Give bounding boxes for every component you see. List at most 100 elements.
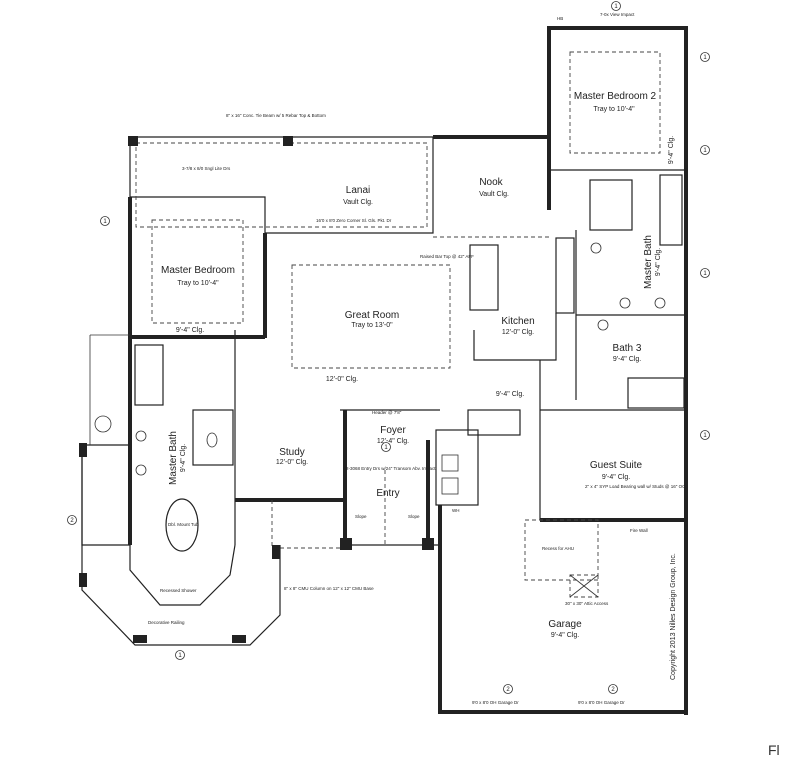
ahu-recess [524,519,599,581]
master-bath-label: Master Bath [168,431,179,485]
great-room-tray-label: Tray to 13'-0" [351,322,393,329]
octagon-porch-wall [81,445,281,646]
bath-3-ceiling: 9'-4" Clg. [613,356,641,363]
callout-number: 2 [506,687,510,693]
sink-icon [654,297,666,309]
guest-suite-label: Guest Suite [590,460,643,471]
callout-number: 1 [703,271,707,277]
beam-note: 8" x 16" Conc. Tie Beam w/ 5 Rebar Top &… [226,113,326,118]
callout-number: 1 [703,433,707,439]
sink-icon [135,430,147,442]
master-bedroom-tray [151,219,244,324]
north-east-wall [433,26,688,715]
lanai-ceiling: Vault Clg. [343,199,373,206]
hose-bib-note: HB [557,16,563,21]
door-note: 3-7/8 x 8/0 Sngl Lite Drs [182,166,231,171]
ahu-note: Recess for AHU [542,546,574,551]
master-bedroom-2-tray-label: Tray to 10'-4" [593,106,635,113]
nook-label: Nook [479,177,503,188]
master-bedroom-label: Master Bedroom [161,265,235,276]
bathtub [165,498,199,552]
room-labels: Lanai Vault Clg. Nook Vault Clg. Master … [161,91,675,639]
attic-access [569,574,599,598]
callout-number: 1 [703,148,707,154]
toilet-icon [590,242,602,254]
garage-label: Garage [548,619,582,630]
tub-note: Dbl. Mount Tub [168,522,199,527]
washer-icon [441,454,459,472]
master-bedroom-2-ceiling: 9'-4" Clg. [668,136,675,164]
callout-number: 1 [384,445,388,451]
toilet-icon [206,432,218,448]
railing-note: Decorative Railing [148,620,185,625]
annotations: 8" x 16" Conc. Tie Beam w/ 5 Rebar Top &… [148,12,780,758]
study-label: Study [279,447,305,458]
guest-suite-ceiling: 9'-4" Clg. [602,474,630,481]
header-note: Header @ 7'8" [372,410,402,415]
foyer-ceiling: 12'-4" Clg. [377,438,409,445]
bath3-closet [627,377,685,409]
garage-wall [438,505,686,714]
slope-note: Slope [355,514,367,519]
callouts: 1 1 1 1 1 1 1 1 2 2 2 [67,1,710,694]
callout-number: 1 [103,219,107,225]
raised-bar-note: Raised Bar Top @ 42" AFF [420,254,474,259]
kitchen-label: Kitchen [501,316,534,327]
laundry-closet [467,409,521,436]
callout-number: 2 [70,518,74,524]
master-closet [134,344,164,406]
callout-number: 2 [611,687,615,693]
water-closet [192,409,234,466]
water-heater-label: WH [452,508,460,513]
column-note: 8" x 8" CMU Column on 12" x 12" CMU Base [284,586,374,591]
great-room-tray [291,264,451,369]
callout-number: 1 [614,4,618,10]
master-bath-ceiling: 9'-4" Clg. [180,444,187,472]
garage-door-note: 9'0 x 8'0 OH Garage Dr [578,700,625,705]
study-porch-edge [271,500,345,549]
nook-ceiling: Vault Clg. [479,191,509,198]
master-bedroom-2-label: Master Bedroom 2 [574,91,657,102]
callout-number: 1 [703,55,707,61]
kitchen-counter [555,237,575,314]
bearing-wall-note: 2" x 4" SYP Load Bearing wall w/ Studs @… [585,484,686,489]
copyright-text: Copyright 2013 Nilles Design Group, Inc. [670,553,677,680]
lanai-slab-edge [135,142,428,228]
slope-note: Slope [408,514,420,519]
ac-unit-icon [94,415,112,433]
bath-3-label: Bath 3 [613,343,642,354]
mb2-closet [589,179,633,231]
shower-note: Recessed Shower [160,588,197,593]
master-bedroom-tray-label: Tray to 10'-4" [177,280,219,287]
study-ceiling: 12'-0" Clg. [276,459,308,466]
kitchen-island [469,244,499,311]
lanai-door-note: 16'0 x 8'0 Zero Corner Sl. Gls. Pkt. Dr [316,218,392,223]
kitchen-pantry-wall [473,313,557,361]
kitchen-ceiling: 12'-0" Clg. [502,329,534,336]
foyer-label: Foyer [380,425,406,436]
attic-access-note: 30" x 30" Attic Access [565,601,609,606]
master-bedroom-2-tray [569,51,661,154]
master-bath-2-ceiling: 9'-4" Clg. [655,248,662,276]
great-room-ceiling: 12'-0" Clg. [326,376,358,383]
entry-label: Entry [376,488,399,499]
entry-door-note: 2-3068 Entry Drs w/24" Transom Abv. Impa… [346,466,436,471]
fire-wall-note: Fire Wall [630,528,648,533]
garage-door-note: 9'0 x 8'0 OH Garage Dr [472,700,519,705]
laundry-room [435,429,479,506]
sheet-title: Fl [768,742,780,758]
sink-icon [619,297,631,309]
dryer-icon [441,477,459,495]
hall-ceiling: 9'-4" Clg. [496,391,524,398]
garage-ceiling: 9'-4" Clg. [551,632,579,639]
master-bedroom-ceiling: 9'-4" Clg. [176,327,204,334]
great-room-label: Great Room [345,310,399,321]
callout-number: 1 [178,653,182,659]
master-bath-2-label: Master Bath [643,235,654,289]
side-porch [81,444,131,546]
sink-icon [135,464,147,476]
mb2-closet-2 [659,174,683,246]
sink-icon [597,319,609,331]
walls [79,26,688,715]
